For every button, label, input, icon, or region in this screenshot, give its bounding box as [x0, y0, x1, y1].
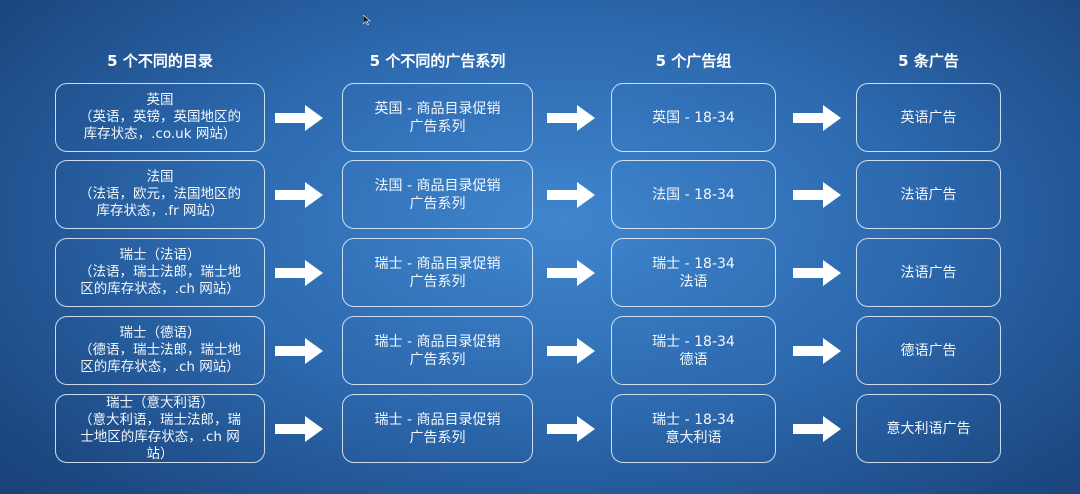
right-arrow-icon	[793, 337, 841, 364]
ad-box: 法语广告	[856, 238, 1001, 307]
right-arrow-icon	[793, 259, 841, 286]
right-arrow-icon	[547, 259, 595, 286]
campaign-box: 瑞士 - 商品目录促销 广告系列	[342, 316, 533, 385]
ad-box: 意大利语广告	[856, 394, 1001, 463]
ad-box: 英语广告	[856, 83, 1001, 152]
right-arrow-icon	[547, 104, 595, 131]
right-arrow-icon	[275, 104, 323, 131]
header-campaigns: 5 个不同的广告系列	[369, 52, 506, 70]
right-arrow-icon	[793, 415, 841, 442]
adset-box: 英国 - 18-34	[611, 83, 776, 152]
right-arrow-icon	[793, 181, 841, 208]
campaign-box: 瑞士 - 商品目录促销 广告系列	[342, 394, 533, 463]
right-arrow-icon	[547, 415, 595, 442]
catalog-box: 瑞士（意大利语） （意大利语，瑞士法郎，瑞 士地区的库存状态，.ch 网 站）	[55, 394, 265, 463]
catalog-box: 瑞士（德语） （德语，瑞士法郎，瑞士地 区的库存状态，.ch 网站）	[55, 316, 265, 385]
right-arrow-icon	[547, 337, 595, 364]
right-arrow-icon	[275, 181, 323, 208]
ad-box: 法语广告	[856, 160, 1001, 229]
header-catalogs: 5 个不同的目录	[107, 52, 213, 70]
catalog-box: 英国 （英语，英镑，英国地区的 库存状态，.co.uk 网站）	[55, 83, 265, 152]
right-arrow-icon	[547, 181, 595, 208]
right-arrow-icon	[793, 104, 841, 131]
adset-box: 瑞士 - 18-34 德语	[611, 316, 776, 385]
adset-box: 瑞士 - 18-34 法语	[611, 238, 776, 307]
mouse-cursor-icon	[363, 15, 371, 25]
campaign-box: 法国 - 商品目录促销 广告系列	[342, 160, 533, 229]
catalog-box: 瑞士（法语） （法语，瑞士法郎，瑞士地 区的库存状态，.ch 网站）	[55, 238, 265, 307]
right-arrow-icon	[275, 337, 323, 364]
right-arrow-icon	[275, 259, 323, 286]
adset-box: 法国 - 18-34	[611, 160, 776, 229]
header-adsets: 5 个广告组	[655, 52, 732, 70]
campaign-box: 英国 - 商品目录促销 广告系列	[342, 83, 533, 152]
right-arrow-icon	[275, 415, 323, 442]
ad-box: 德语广告	[856, 316, 1001, 385]
catalog-box: 法国 （法语，欧元，法国地区的 库存状态，.fr 网站）	[55, 160, 265, 229]
header-ads: 5 条广告	[898, 52, 959, 70]
adset-box: 瑞士 - 18-34 意大利语	[611, 394, 776, 463]
campaign-box: 瑞士 - 商品目录促销 广告系列	[342, 238, 533, 307]
